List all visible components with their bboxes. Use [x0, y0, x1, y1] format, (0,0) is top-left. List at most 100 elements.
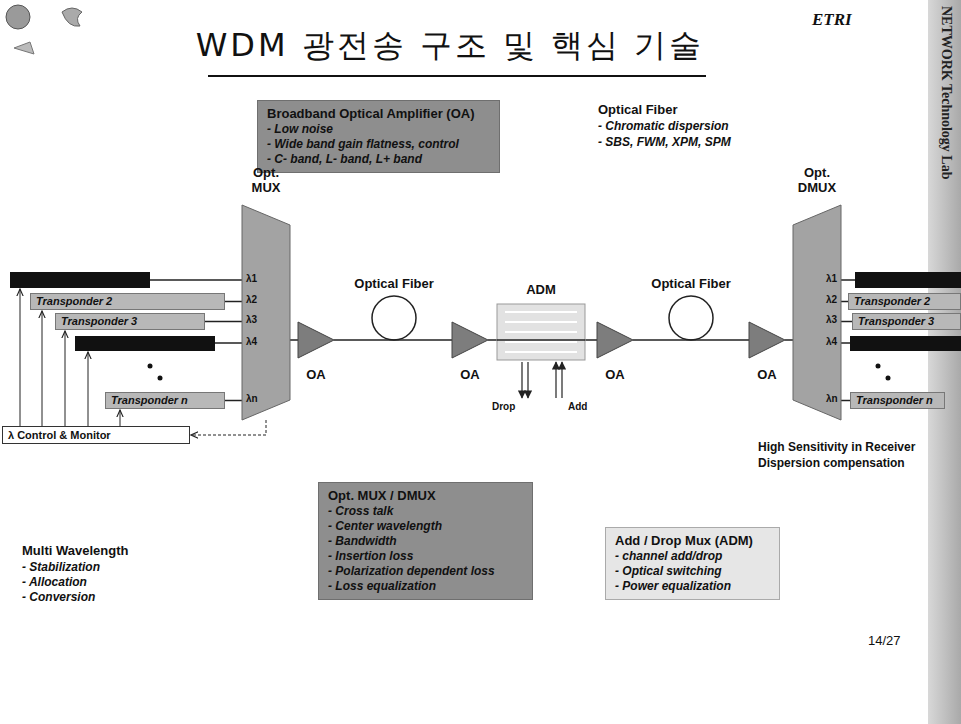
adm-stripe: [505, 341, 577, 343]
bullet-item: - Insertion loss: [328, 549, 523, 564]
adm-stripe: [505, 351, 577, 353]
transponder-box: Transponder 3: [852, 313, 961, 330]
feature-box: Opt. MUX / DMUX- Cross talk- Center wave…: [318, 482, 533, 600]
wire: [215, 342, 242, 344]
node-label: Transponder n: [856, 394, 939, 407]
signal-line: [633, 339, 643, 341]
wire: [841, 342, 850, 344]
wavelength-label: λ1: [246, 273, 257, 284]
control-arrow: [20, 289, 21, 426]
wavelength-label: λ4: [826, 336, 837, 347]
amplifier-triangle: OA: [298, 322, 334, 382]
wavelength-label: λ4: [246, 336, 257, 347]
bullet-item: - Loss equalization: [328, 579, 523, 594]
signal-line: [442, 339, 452, 341]
transponder-box: [855, 272, 961, 288]
transponder-box: [850, 336, 961, 351]
demultiplexer: Opt. DMUX: [793, 165, 841, 420]
logo-text: ETRI: [812, 10, 852, 30]
transponder-box: Transponder 3: [55, 313, 205, 330]
fiber-loop: [669, 296, 713, 340]
transponder-box: Transponder 2: [30, 293, 225, 310]
adm-stripe: [505, 331, 577, 333]
page-number: 14/27: [868, 633, 901, 648]
control-arrow: [120, 410, 121, 426]
transponder-box: [10, 272, 150, 288]
amplifier-triangle: OA: [597, 322, 633, 382]
adm-stripe: [505, 311, 577, 313]
node-label: OA: [460, 367, 480, 382]
amplifier-symbol: [298, 322, 334, 358]
node-label: ADM: [526, 282, 556, 297]
adm-stripe: [505, 321, 577, 323]
bullet-item: - channel add/drop: [615, 549, 770, 564]
ellipsis-dot: [876, 364, 881, 369]
ellipsis-dot: [886, 376, 891, 381]
bullet-item: - Polarization dependent loss: [328, 564, 523, 579]
amplifier-triangle: OA: [452, 322, 488, 382]
amplifier-symbol: [749, 322, 785, 358]
signal-line: [290, 339, 298, 341]
wavelength-label: λ3: [826, 314, 837, 325]
logo-mark: [62, 8, 82, 26]
signal-line: [225, 400, 242, 402]
control-arrow: [42, 311, 43, 426]
fiber-coil: Optical Fiber: [346, 276, 442, 346]
note-bullet: - Allocation: [22, 575, 87, 589]
node-label: OA: [605, 367, 625, 382]
note-text: Dispersion compensation: [758, 456, 905, 470]
ellipsis-dot: [148, 364, 153, 369]
wavelength-label: λ2: [246, 294, 257, 305]
signal-line: [334, 339, 346, 341]
logo-mark: [6, 5, 30, 29]
wire: [841, 279, 855, 281]
multiplexer: Opt. MUX: [242, 165, 290, 420]
control-arrow: [65, 331, 66, 426]
note-bullet: - Conversion: [22, 590, 95, 604]
node-label: Optical Fiber: [354, 276, 433, 291]
logo-mark: [14, 42, 34, 54]
port-label: Add: [568, 401, 587, 412]
signal-line: [488, 339, 497, 341]
shape-outline: [242, 165, 290, 420]
signal-line: [841, 400, 850, 402]
box-heading: Opt. MUX / DMUX: [328, 487, 523, 504]
dmux-shape: [793, 205, 841, 420]
bullet-item: - Power equalization: [615, 579, 770, 594]
note-bullet: - SBS, FWM, XPM, SPM: [598, 135, 731, 149]
transponder-box: [75, 336, 215, 351]
node-label: Transponder n: [111, 394, 219, 407]
signal-line: [841, 321, 852, 323]
bullet-item: - Wide band gain flatness, control: [267, 137, 490, 152]
amplifier-symbol: [452, 322, 488, 358]
transponder-box: Transponder n: [105, 392, 225, 409]
feature-box: Broadband Optical Amplifier (OA)- Low no…: [257, 100, 500, 173]
wavelength-label: λ1: [826, 273, 837, 284]
transponder-box: Transponder n: [850, 392, 945, 409]
add-arrow: [561, 362, 562, 398]
bullet-item: - Optical switching: [615, 564, 770, 579]
signal-line: [205, 321, 242, 323]
drop-arrow: [527, 362, 528, 398]
fiber-loop: [372, 296, 416, 340]
note-text: High Sensitivity in Receiver: [758, 440, 915, 454]
box-heading: Broadband Optical Amplifier (OA): [267, 105, 490, 122]
control-box: λ Control & Monitor: [2, 426, 190, 444]
node-label: Opt. DMUX: [793, 165, 841, 195]
port-label: Drop: [492, 401, 515, 412]
node-label: Transponder 2: [854, 295, 955, 308]
note-heading: Multi Wavelength: [22, 543, 128, 558]
lab-name: NETWORK Technology Lab: [938, 6, 954, 180]
node-label: λ Control & Monitor: [8, 428, 184, 442]
node-label: OA: [306, 367, 326, 382]
node-label: OA: [757, 367, 777, 382]
fiber-coil: Optical Fiber: [643, 276, 739, 346]
node-label: Transponder 3: [61, 315, 199, 328]
adm-body: [497, 304, 585, 360]
note-heading: Optical Fiber: [598, 102, 677, 117]
node-label: Optical Fiber: [651, 276, 730, 291]
amplifier-triangle: OA: [749, 322, 785, 382]
ellipsis-dot: [158, 376, 163, 381]
